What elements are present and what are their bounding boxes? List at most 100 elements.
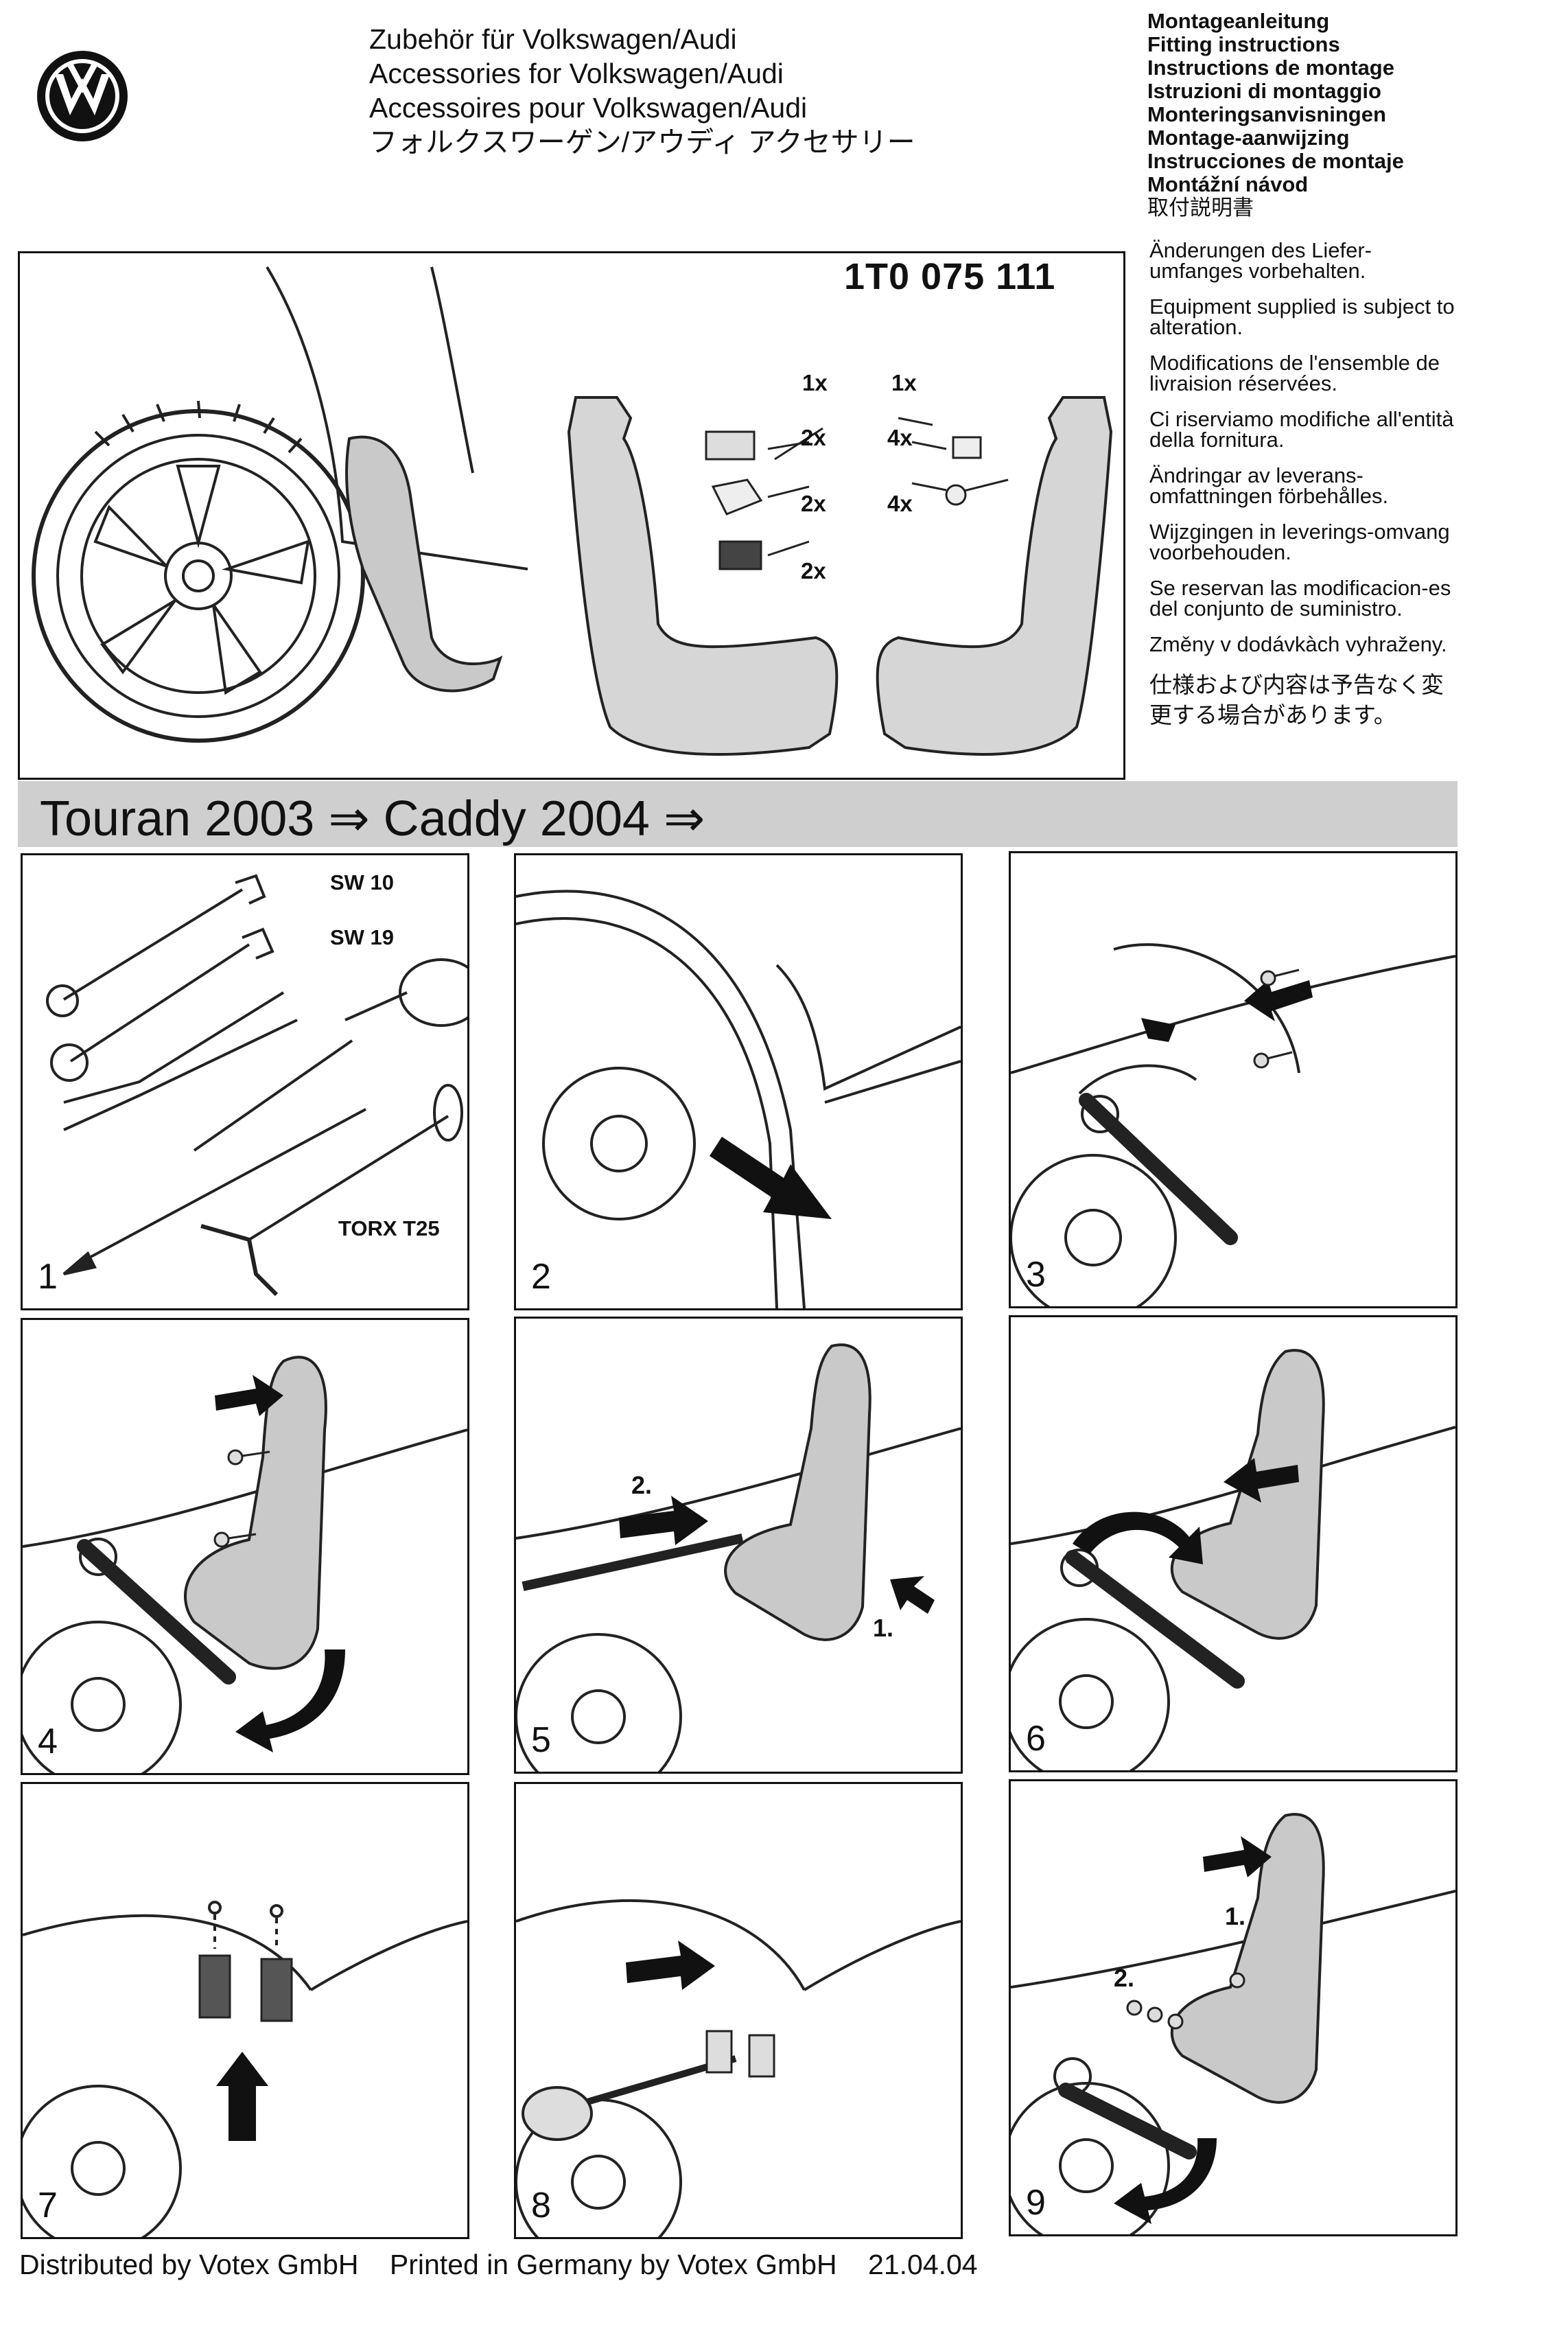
step-8-panel: 8 bbox=[514, 1782, 963, 2239]
notice-es: Se reservan las modificacion-es del conj… bbox=[1149, 576, 1451, 621]
fit-front-flap-illustration bbox=[23, 1356, 467, 1773]
qty-left-flap: 1x bbox=[802, 370, 828, 395]
screwdriver-icon bbox=[193, 1039, 353, 1152]
turn-wheel-illustration bbox=[516, 890, 961, 1308]
right-mudflap-part bbox=[876, 396, 1113, 756]
qty-pad: 2x bbox=[801, 558, 826, 583]
step-number: 4 bbox=[38, 1722, 58, 1761]
pad-icon bbox=[260, 1958, 293, 2022]
marker-1: 1. bbox=[1225, 1902, 1246, 1930]
pencil-icon bbox=[84, 1108, 366, 1262]
notice-ja: 仕様および内容は予告なく変更する場合があります。 bbox=[1149, 672, 1444, 728]
footer: Distributed by Votex GmbH Printed in Ger… bbox=[19, 2249, 1001, 2281]
tighten-flap-illustration bbox=[1011, 1349, 1455, 1770]
wrench-19-icon bbox=[69, 943, 250, 1063]
pad-icon bbox=[748, 2034, 775, 2078]
title-fr: Instructions de montage bbox=[1147, 56, 1394, 80]
instructions-titles: Montageanleitung Fitting instructions In… bbox=[1147, 10, 1404, 220]
step-9-panel: 1. 2. 9 bbox=[1009, 1779, 1458, 2236]
label-sw19: SW 19 bbox=[330, 925, 395, 949]
pliers-icon bbox=[63, 991, 285, 1104]
title-sv: Monteringsanvisningen bbox=[1147, 102, 1386, 126]
nut-part bbox=[952, 436, 982, 459]
qty-screw: 4x bbox=[887, 491, 913, 516]
title-en: Fitting instructions bbox=[1147, 32, 1340, 56]
push-arrow-icon bbox=[1224, 1458, 1299, 1503]
rotate-arrow-icon bbox=[1114, 2138, 1217, 2224]
accessories-line-en: Accessories for Volkswagen/Audi bbox=[369, 58, 784, 89]
title-nl: Montage-aanwijzing bbox=[1147, 126, 1350, 150]
arrow-1-icon bbox=[890, 1576, 935, 1614]
tools-illustration bbox=[46, 874, 467, 1297]
accessories-line-fr: Accessoires pour Volkswagen/Audi bbox=[369, 92, 808, 124]
alteration-notices: Änderungen des Liefer-umfanges vorbehalt… bbox=[1149, 240, 1465, 745]
qty-clip: 2x bbox=[801, 491, 826, 516]
final-fixing-illustration bbox=[1011, 1813, 1455, 2234]
models-banner-text: Touran 2003 ⇒ Caddy 2004 ⇒ bbox=[40, 791, 705, 846]
remove-screws-illustration bbox=[1011, 943, 1455, 1306]
footer-printed: Printed in Germany by Votex GmbH bbox=[389, 2249, 837, 2280]
title-de: Montageanleitung bbox=[1147, 9, 1330, 33]
marker-2: 2. bbox=[631, 1471, 653, 1499]
title-es: Instrucciones de montaje bbox=[1147, 149, 1404, 173]
step-5-panel: 2. 1. 5 bbox=[514, 1317, 963, 1774]
rotate-arrow-icon bbox=[1073, 1512, 1203, 1564]
pad-part bbox=[718, 540, 762, 570]
step-number: 1 bbox=[38, 1257, 58, 1297]
direction-arrow-icon bbox=[1244, 980, 1313, 1021]
marker-1: 1. bbox=[873, 1614, 894, 1642]
parts-overview-panel: 1x 1x 2x 2x 2x 4x 4x bbox=[18, 251, 1125, 780]
insert-pads-illustration bbox=[23, 1901, 467, 2237]
notice-it: Ci riserviamo modifiche all'entità della… bbox=[1149, 407, 1454, 452]
label-sw10: SW 10 bbox=[330, 870, 395, 894]
parts-illustration bbox=[32, 266, 1113, 756]
step-6-panel: 6 bbox=[1009, 1315, 1458, 1772]
clip-part bbox=[711, 478, 763, 516]
vw-logo-icon bbox=[37, 51, 128, 141]
part-number: 1T0 075 111 bbox=[844, 256, 1056, 297]
mudflap-icon bbox=[724, 1343, 871, 1641]
step-4-panel: 4 bbox=[21, 1318, 469, 1775]
footer-distributed: Distributed by Votex GmbH bbox=[19, 2249, 359, 2280]
up-arrow-icon bbox=[216, 2052, 268, 2141]
step-number: 2 bbox=[531, 1257, 551, 1297]
label-torx: TORX T25 bbox=[338, 1216, 440, 1240]
qty-right-flap: 1x bbox=[891, 370, 917, 395]
turn-arrow-icon bbox=[710, 1137, 832, 1219]
mudflap-icon bbox=[1170, 1813, 1325, 2104]
title-ja: 取付説明書 bbox=[1147, 196, 1254, 220]
notice-nl: Wijzgingen in leverings-omvang voorbehou… bbox=[1149, 520, 1450, 564]
notice-en: Equipment supplied is subject to alterat… bbox=[1149, 294, 1455, 339]
accessories-line-ja: フォルクスワーゲン/アウディ アクセサリー bbox=[369, 126, 915, 158]
fit-pads-illustration bbox=[516, 1899, 961, 2237]
step-1-panel: SW 10 SW 19 TORX T25 1 bbox=[21, 853, 469, 1310]
step-number: 9 bbox=[1026, 2183, 1046, 2223]
qty-bracket: 2x bbox=[801, 425, 826, 450]
footer-date: 21.04.04 bbox=[868, 2249, 978, 2280]
step-7-panel: 7 bbox=[21, 1782, 469, 2239]
push-arrow-icon bbox=[1203, 1836, 1272, 1877]
notice-fr: Modifications de l'ensemble de livraisio… bbox=[1149, 351, 1440, 395]
title-cs: Montážní návod bbox=[1147, 172, 1309, 196]
step-number: 6 bbox=[1026, 1719, 1046, 1759]
step-number: 7 bbox=[38, 2186, 58, 2225]
arrow-2-icon bbox=[619, 1496, 708, 1545]
notice-cs: Změny v dodávkàch vyhraženy. bbox=[1149, 632, 1447, 656]
pad-icon bbox=[198, 1954, 231, 2019]
pad-icon bbox=[705, 2030, 733, 2074]
step-3-panel: 3 bbox=[1009, 851, 1458, 1308]
qty-nut: 4x bbox=[887, 425, 913, 450]
notice-sv: Ändringar av leverans-omfattningen förbe… bbox=[1149, 463, 1389, 508]
torx-driver-icon bbox=[248, 1115, 449, 1241]
step-number: 8 bbox=[531, 2186, 551, 2225]
mudflap-icon bbox=[184, 1356, 327, 1670]
step-number: 5 bbox=[531, 1720, 551, 1760]
rotate-arrow-icon bbox=[235, 1649, 345, 1752]
fitted-mudflap bbox=[345, 435, 503, 693]
mark-holes-illustration bbox=[516, 1343, 961, 1772]
step-2-panel: 2 bbox=[514, 853, 963, 1310]
screwdriver-icon bbox=[522, 2086, 593, 2141]
push-arrow-icon bbox=[626, 1941, 715, 1990]
title-it: Istruzioni di montaggio bbox=[1147, 79, 1381, 103]
accessories-heading: Zubehör für Volkswagen/Audi Accessories … bbox=[369, 22, 915, 159]
